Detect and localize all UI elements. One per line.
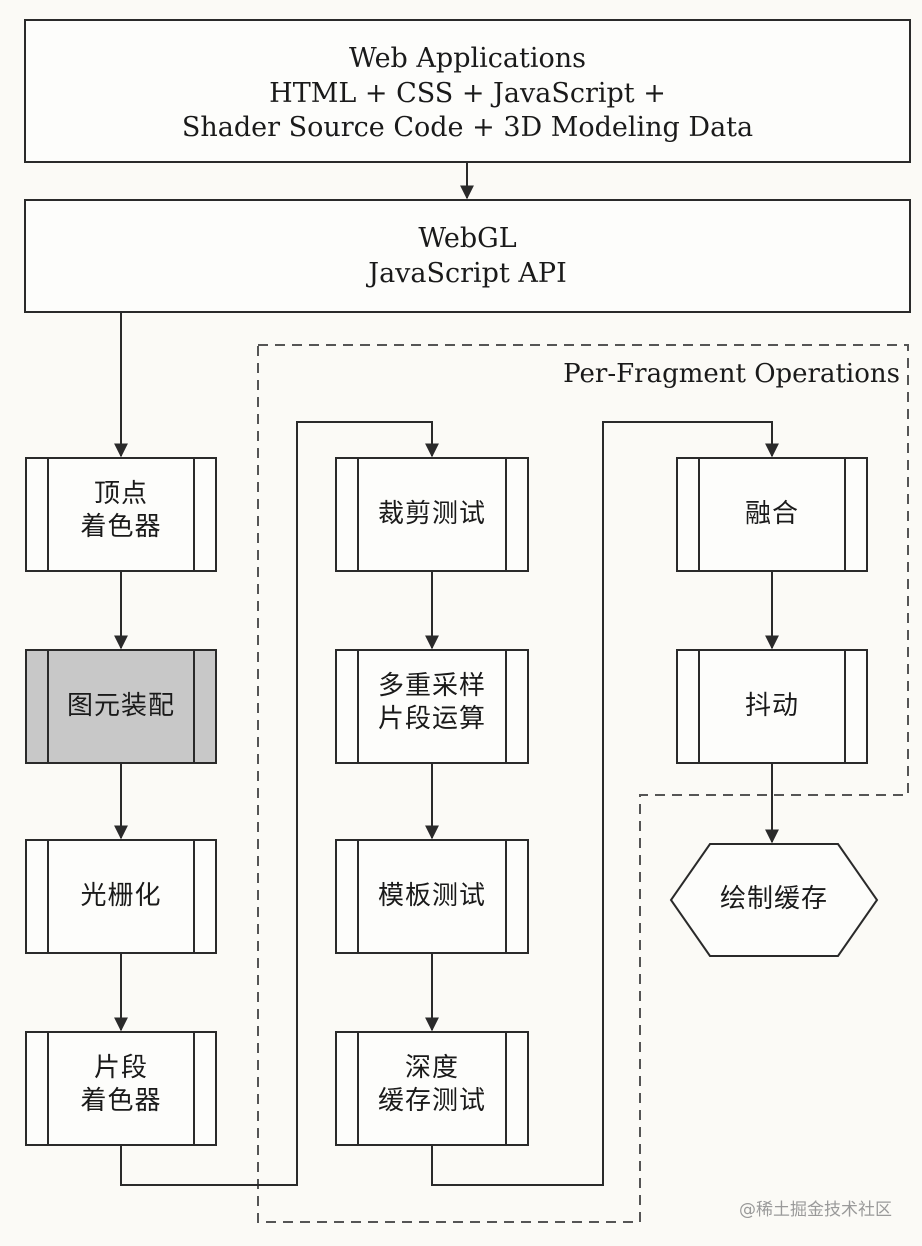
vertex-shader-label: 顶点 着色器 xyxy=(80,479,162,543)
rasterization-box xyxy=(25,839,217,954)
web-applications-text: Web Applications HTML + CSS + JavaScript… xyxy=(25,42,910,146)
dithering-label: 抖动 xyxy=(744,691,799,721)
connector-fragment-to-scissor xyxy=(120,421,439,1186)
per-fragment-label: Per-Fragment Operations xyxy=(563,359,900,389)
web-applications-box xyxy=(24,19,911,163)
connector-depth-to-blending xyxy=(431,421,779,1186)
webgl-subtitle: JavaScript API xyxy=(368,257,567,289)
multisample-box xyxy=(335,649,529,764)
stencil-test-label: 模板测试 xyxy=(377,881,486,911)
web-applications-title: Web Applications xyxy=(349,43,586,74)
scissor-test-label: 裁剪测试 xyxy=(377,499,486,529)
blending-label: 融合 xyxy=(744,499,799,529)
depth-test-label: 深度 缓存测试 xyxy=(377,1053,486,1117)
framebuffer-hexagon xyxy=(669,843,879,957)
webgl-box xyxy=(24,199,911,313)
fragment-shader-box xyxy=(25,1031,217,1146)
framebuffer-label: 绘制缓存 xyxy=(719,884,828,914)
webgl-text: WebGL JavaScript API xyxy=(25,222,910,291)
web-applications-line2: HTML + CSS + JavaScript + xyxy=(269,77,666,109)
per-fragment-region xyxy=(257,344,909,1223)
watermark: @稀土掘金技术社区 xyxy=(739,1200,892,1220)
webgl-title: WebGL xyxy=(418,223,517,254)
web-applications-line3: Shader Source Code + 3D Modeling Data xyxy=(181,112,754,144)
scissor-test-box xyxy=(335,457,529,572)
rasterization-label: 光栅化 xyxy=(80,881,162,911)
multisample-label: 多重采样 片段运算 xyxy=(377,671,486,735)
primitive-assembly-box xyxy=(25,649,217,764)
vertex-shader-box xyxy=(25,457,217,572)
primitive-assembly-label: 图元装配 xyxy=(66,691,175,721)
dithering-box xyxy=(676,649,868,764)
fragment-shader-label: 片段 着色器 xyxy=(80,1053,162,1117)
stencil-test-box xyxy=(335,839,529,954)
